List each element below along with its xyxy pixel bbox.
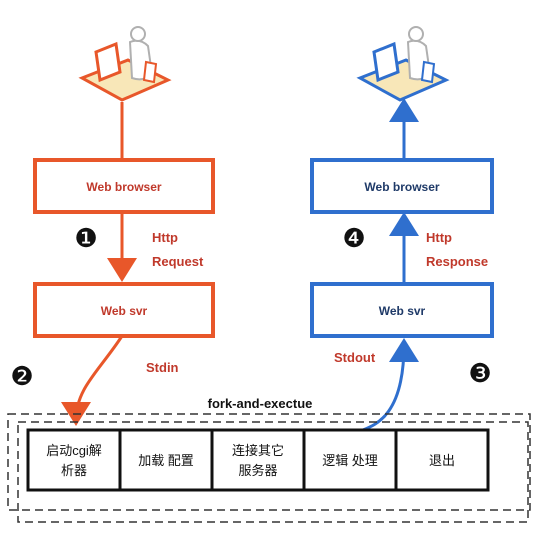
- step-3-number: ❸: [468, 358, 491, 388]
- http-response-label-line2: Response: [426, 254, 488, 269]
- stdin-arrow: [61, 335, 124, 426]
- step-4-number: ❹: [342, 223, 365, 253]
- right-web-svr-label: Web svr: [379, 304, 426, 318]
- process-step-1-line2: 析器: [61, 463, 87, 478]
- process-title: fork-and-exectue: [208, 396, 313, 411]
- process-dashed-frame-outer: [7, 413, 531, 511]
- left-web-svr-label: Web svr: [101, 304, 148, 318]
- process-step-box: [210, 428, 306, 492]
- stdout-label: Stdout: [334, 350, 376, 365]
- step-2-number: ❷: [10, 361, 33, 391]
- process-step-3-line2: 服务器: [238, 463, 277, 478]
- process-dashed-frame-inner: [17, 421, 529, 523]
- step-1-number: ❶: [74, 223, 97, 253]
- process-step-box: [394, 428, 490, 492]
- left-user-at-computer-icon: [78, 26, 172, 102]
- process-step-4-line1: 逻辑 处理: [322, 453, 378, 468]
- left-web-svr-box: [33, 282, 215, 338]
- process-step-5-line1: 退出: [429, 453, 455, 468]
- process-step-1-line1: 启动cgi解: [46, 443, 102, 458]
- http-response-label-line1: Http: [426, 230, 452, 245]
- left-web-browser-box: [33, 158, 215, 214]
- process-steps: 启动cgi解 析器 加载 配置 连接其它 服务器 逻辑 处理 退出: [26, 428, 490, 492]
- http-request-label-line2: Request: [152, 254, 204, 269]
- process-step-box: [118, 428, 214, 492]
- right-web-browser-box: [310, 158, 494, 214]
- process-step-2-line1: 加载 配置: [138, 453, 194, 468]
- right-user-at-computer-icon: [356, 26, 450, 102]
- process-step-3-line1: 连接其它: [232, 443, 284, 458]
- right-web-browser-label: Web browser: [364, 180, 439, 194]
- stdin-label: Stdin: [146, 360, 179, 375]
- left-web-browser-label: Web browser: [86, 180, 161, 194]
- right-web-svr-box: [310, 282, 494, 338]
- process-step-box: [26, 428, 122, 492]
- http-request-label-line1: Http: [152, 230, 178, 245]
